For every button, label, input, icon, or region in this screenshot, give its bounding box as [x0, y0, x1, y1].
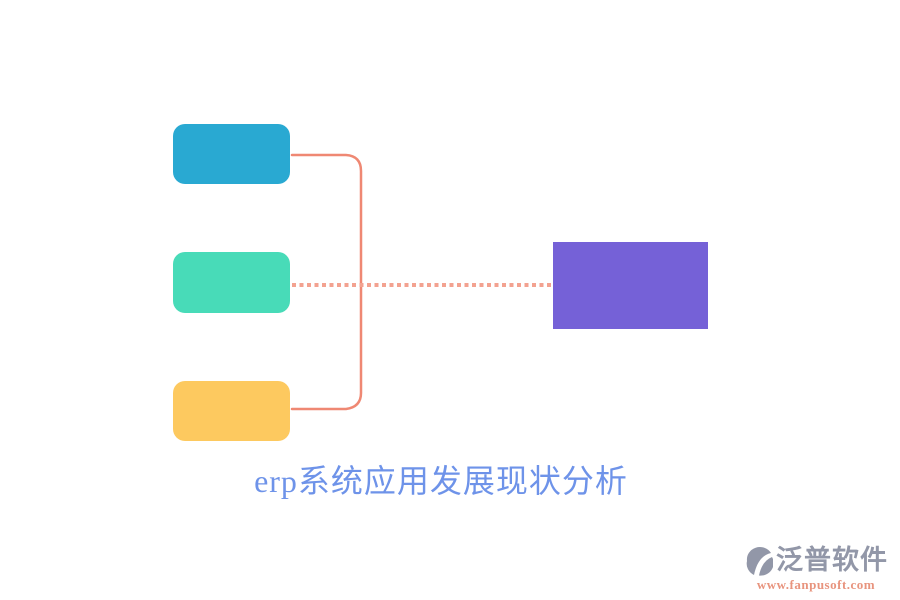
bracket-connector	[290, 153, 363, 411]
diagram-node-topic-2	[173, 252, 290, 313]
watermark-brand-row: 泛普软件	[744, 544, 888, 577]
diagram-node-topic-3	[173, 381, 290, 441]
diagram-title: erp系统应用发展现状分析	[254, 463, 628, 499]
diagram-node-topic-1	[173, 124, 290, 184]
watermark-brand: 泛普软件	[776, 545, 888, 575]
watermark-url: www.fanpusoft.com	[756, 577, 876, 592]
fanpu-logo-icon	[746, 547, 773, 576]
diagram-node-summary	[553, 242, 708, 329]
watermark: 泛普软件 www.fanpusoft.com	[744, 544, 888, 593]
